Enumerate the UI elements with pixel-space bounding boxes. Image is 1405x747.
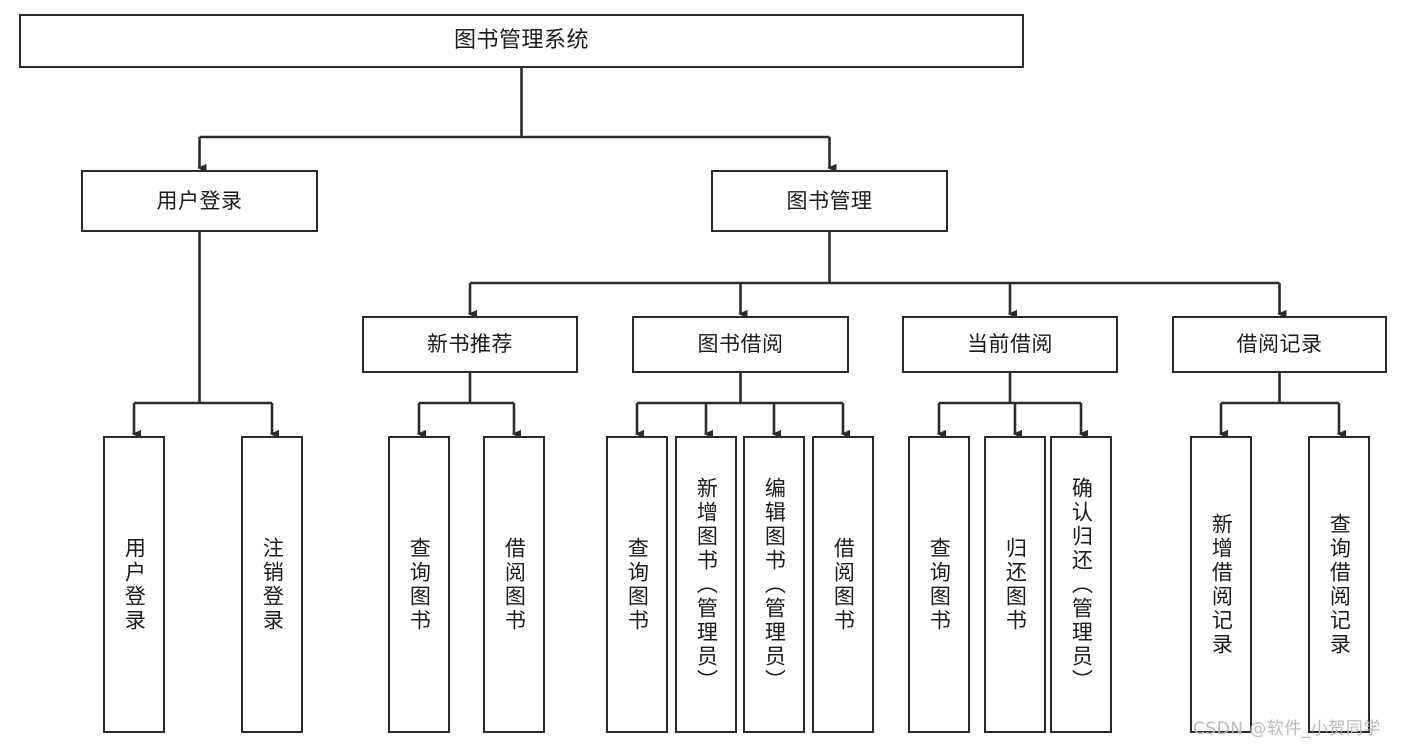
leaf-borrow-book-recommend[interactable]: 借阅图书 — [483, 436, 545, 733]
node-current-borrow[interactable]: 当前借阅 — [902, 316, 1118, 373]
leaf-query-book-recommend[interactable]: 查询图书 — [388, 436, 450, 733]
node-label: 图书管理 — [786, 188, 873, 213]
node-label: 新增图书（管理员） — [694, 476, 719, 693]
node-borrow-record[interactable]: 借阅记录 — [1172, 316, 1387, 373]
leaf-confirm-return-admin[interactable]: 确认归还（管理员） — [1050, 436, 1112, 733]
node-label: 查询图书 — [625, 536, 650, 633]
leaf-logout[interactable]: 注销登录 — [241, 436, 303, 733]
node-label: 确认归还（管理员） — [1069, 476, 1094, 693]
node-label: 当前借阅 — [967, 332, 1053, 357]
leaf-edit-book-admin[interactable]: 编辑图书（管理员） — [743, 436, 805, 733]
leaf-user-login[interactable]: 用户登录 — [103, 436, 165, 733]
leaf-add-book-admin[interactable]: 新增图书（管理员） — [675, 436, 737, 733]
node-label: 借阅图书 — [502, 536, 527, 633]
node-root[interactable]: 图书管理系统 — [19, 14, 1024, 68]
leaf-query-borrow-record[interactable]: 查询借阅记录 — [1308, 436, 1370, 733]
node-new-book-recommend[interactable]: 新书推荐 — [362, 316, 578, 373]
leaf-add-borrow-record[interactable]: 新增借阅记录 — [1190, 436, 1252, 733]
node-label: 查询借阅记录 — [1327, 512, 1352, 657]
node-label: 新书推荐 — [427, 332, 513, 357]
node-label: 借阅记录 — [1236, 332, 1323, 357]
leaf-query-book[interactable]: 查询图书 — [606, 436, 668, 733]
node-label: 用户登录 — [122, 536, 147, 633]
watermark: CSDN @软件_小贺同学 — [1193, 719, 1381, 739]
node-label: 查询图书 — [927, 536, 952, 633]
node-book-borrow[interactable]: 图书借阅 — [632, 316, 849, 373]
node-label: 归还图书 — [1003, 536, 1028, 633]
node-user-login[interactable]: 用户登录 — [81, 170, 318, 232]
node-label: 查询图书 — [407, 536, 432, 633]
node-label: 用户登录 — [156, 188, 243, 213]
leaf-borrow-book[interactable]: 借阅图书 — [812, 436, 874, 733]
connector-paths — [131, 68, 1347, 439]
leaf-query-book-current[interactable]: 查询图书 — [908, 436, 970, 733]
node-label: 编辑图书（管理员） — [762, 476, 787, 693]
leaf-return-book[interactable]: 归还图书 — [984, 436, 1046, 733]
node-label: 新增借阅记录 — [1209, 512, 1234, 657]
node-label: 图书借阅 — [697, 332, 784, 357]
node-book-management[interactable]: 图书管理 — [711, 170, 948, 232]
node-label: 图书管理系统 — [453, 28, 589, 54]
node-label: 借阅图书 — [831, 536, 856, 633]
node-label: 注销登录 — [260, 536, 285, 633]
